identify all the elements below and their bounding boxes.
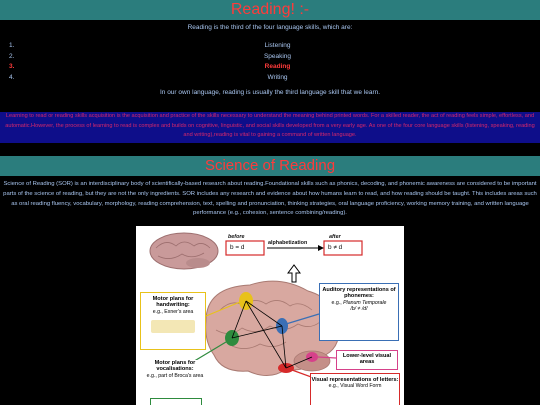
reading-banner-title: Reading! :- [230, 1, 310, 18]
small-brain-icon [149, 232, 219, 270]
up-arrow-icon [287, 264, 301, 283]
auditory-subtitle: e.g., Planum Temporale [320, 300, 398, 306]
skill-number: 3. [9, 63, 15, 70]
after-equation: b ≠ d [328, 244, 343, 251]
visual-letters-subtitle: e.g., Visual Word Form [328, 383, 382, 390]
figure-illustration [149, 232, 363, 387]
lower-visual-box: Lower-level visual areas [336, 350, 398, 370]
skill-label: Reading [264, 63, 291, 70]
alphabetization-label: alphabetization [268, 240, 308, 246]
lower-visual-title: Lower-level visual areas [342, 352, 392, 365]
before-box [225, 240, 265, 256]
auditory-subtitle-prefix: e.g., [331, 299, 344, 306]
visual-letters-box: Visual representations of letters: e.g.,… [310, 373, 400, 405]
motor-handwriting-title: Motor plans for handwriting: [152, 296, 194, 309]
skill-number: 1. [9, 42, 15, 49]
reading-banner: Reading! :- [0, 0, 540, 20]
sor-banner: Science of Reading [0, 156, 540, 176]
skill-number: 2. [9, 52, 15, 60]
phoneme-text: /b/ ≠ /d/ [350, 306, 368, 313]
skill-item-speaking: 2. Speaking [0, 52, 540, 63]
sor-paragraph: Science of Reading (SOR) is an interdisc… [3, 181, 537, 217]
motor-vocalisation-frame [150, 398, 202, 405]
sor-banner-title: Science of Reading [204, 157, 336, 174]
after-label: after [329, 234, 341, 240]
motor-handwriting-box: Motor plans for handwriting: e.g., Exner… [140, 292, 206, 350]
visual-letters-title: Visual representations of letters: [311, 377, 399, 383]
skill-label: Speaking [263, 52, 292, 60]
skill-item-writing: 4. Writing [0, 73, 540, 84]
auditory-box: Auditory representations of phonemes: e.… [319, 283, 399, 341]
skill-number: 4. [9, 73, 15, 81]
motor-handwriting-subtitle: e.g., Exner's area [152, 308, 194, 315]
own-language-note: In our own language, reading is usually … [159, 89, 381, 96]
large-brain-icon [205, 280, 340, 376]
motor-vocalisation-title: Motor plans for vocalisations: [154, 360, 196, 373]
handwriting-sample-icon [151, 320, 195, 334]
motor-vocalisation-box: Motor plans for vocalisations: e.g., par… [140, 360, 210, 396]
auditory-subtitle-italic: Planum Temporale [343, 299, 387, 306]
skill-label: Writing [267, 73, 288, 81]
before-label: before [228, 234, 245, 240]
skill-item-reading: 3. Reading [0, 62, 540, 73]
auditory-title: Auditory representations of phonemes: [322, 287, 396, 300]
motor-vocalisation-subtitle: e.g., part of Broca's area [146, 372, 204, 379]
sor-figure: before after alphabetization b = d b ≠ d… [136, 226, 404, 405]
learning-paragraph: Learning to read or reading skills acqui… [0, 112, 540, 143]
skill-item-listening: 1. Listening [0, 41, 540, 52]
skills-list: 1. Listening 2. Speaking 3. Reading 4. W… [0, 41, 540, 83]
before-equation: b = d [230, 244, 245, 251]
skill-label: Listening [264, 42, 291, 49]
reading-intro: Reading is the third of the four languag… [187, 24, 353, 31]
